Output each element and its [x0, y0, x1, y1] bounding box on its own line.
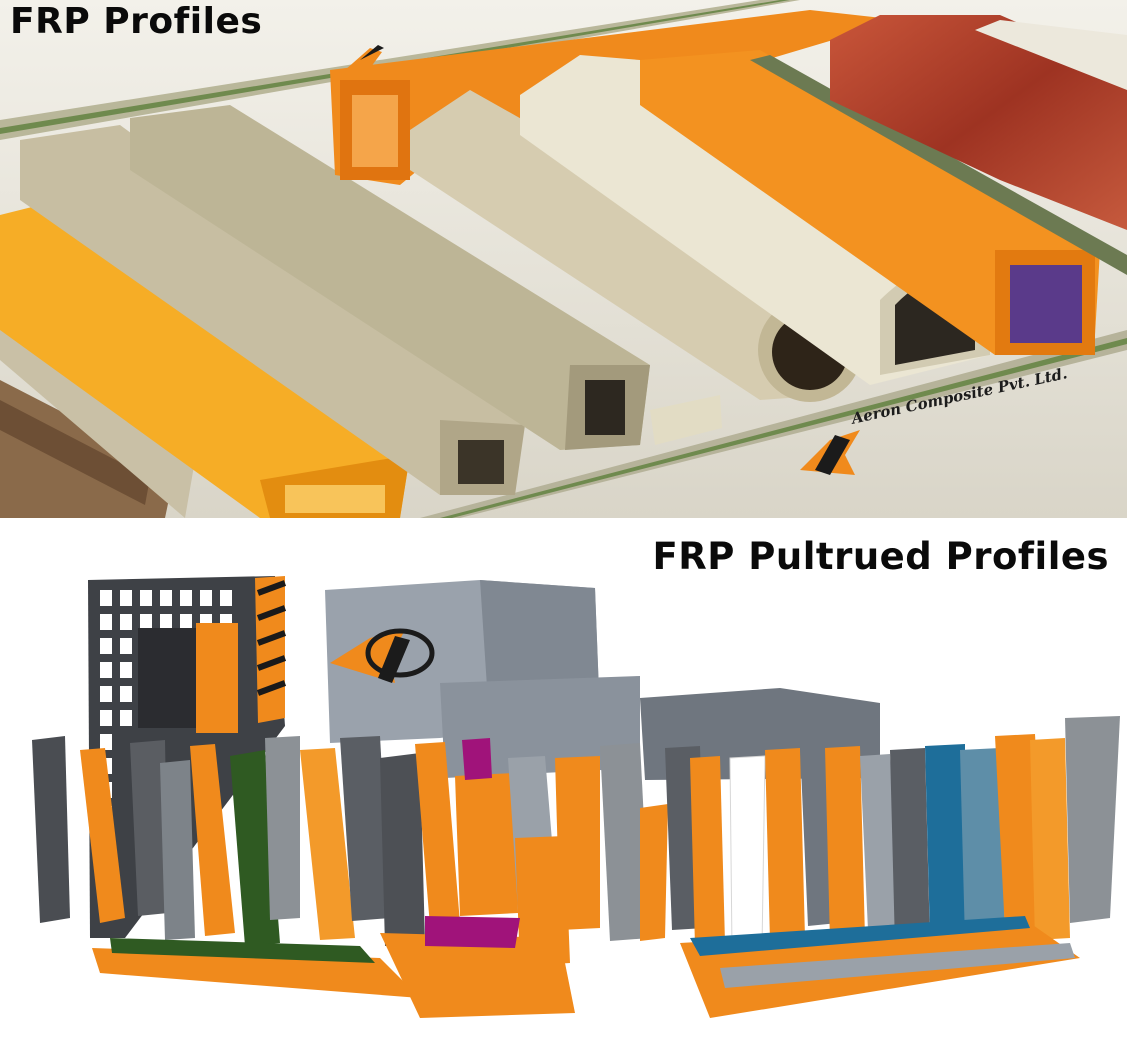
tray-rim-bottom-green [440, 338, 1127, 518]
pultruded-profiles-illustration [32, 576, 1120, 1018]
yellow-profile-hollow [285, 485, 385, 513]
beige-strip-profile [0, 320, 195, 518]
beige-channel-hollow [585, 380, 625, 435]
beige-square-tube-1-hollow [458, 440, 504, 484]
frp-profiles-heading: FRP Profiles [10, 1, 263, 42]
wood-grain-profile [830, 15, 1127, 230]
aeron-logo-panel-icon [330, 628, 435, 683]
teal-angle-profile-right [690, 916, 1030, 956]
orange-tube-hollow [352, 95, 398, 167]
thin-rod-profile [750, 55, 1127, 275]
orange-square-front-hollow [1010, 265, 1082, 343]
round-tube-profile [410, 90, 860, 400]
green-flat-bars-left [110, 938, 375, 963]
yellow-rectangular-profile [0, 205, 410, 518]
frp-pultrued-profiles-photo: FRP Pultrued Profiles [0, 518, 1127, 1040]
tray-rim-bottom [420, 330, 1127, 518]
aeron-logo-icon [800, 430, 860, 475]
beige-channel-profile [130, 105, 650, 450]
wood-profile-left-grain [0, 400, 150, 505]
frp-pultrued-profiles-heading: FRP Pultrued Profiles [652, 535, 1109, 578]
vertical-profiles-row [32, 716, 1120, 966]
magenta-grating-piece [425, 916, 520, 948]
orange-grating-pieces [380, 933, 575, 1018]
aeron-logo-small-icon [345, 45, 384, 75]
frp-profiles-illustration [0, 0, 1127, 518]
cream-clip-profile [650, 395, 722, 445]
frp-profiles-photo: FRP Profiles Aeron Composite Pvt. Ltd. [0, 0, 1127, 518]
beige-square-tube-1 [20, 125, 525, 495]
cream-profile-far-right [975, 20, 1127, 90]
gray-rod-profile-right [720, 943, 1075, 988]
orange-square-tube-front [640, 50, 1100, 355]
